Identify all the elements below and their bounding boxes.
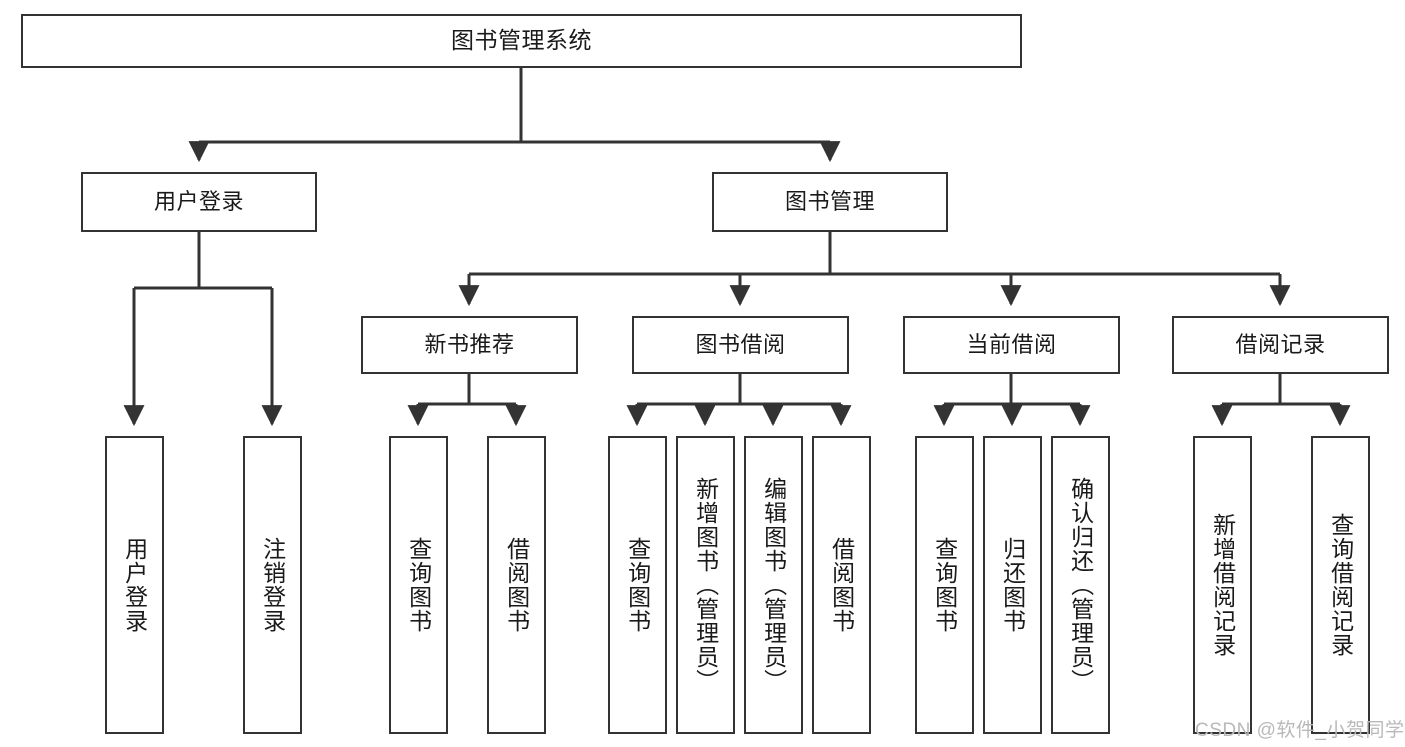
node-leaf-user-login-label: 用户登录 [121, 537, 148, 633]
node-leaf-query-record-label: 查询借阅记录 [1327, 513, 1354, 657]
node-leaf-confirm-return-label: 确认归还（管理员） [1067, 477, 1094, 693]
node-leaf-query-book-3-label: 查询图书 [931, 537, 958, 633]
node-leaf-add-record-label: 新增借阅记录 [1209, 513, 1236, 657]
node-leaf-add-book-label: 新增图书（管理员） [692, 477, 719, 693]
node-new-book-rec[interactable]: 新书推荐 [361, 316, 578, 374]
node-user-login-label: 用户登录 [153, 188, 244, 214]
node-leaf-query-book-2[interactable]: 查询图书 [608, 436, 667, 734]
csdn-watermark: CSDN @软件_小贺同学 [1195, 720, 1405, 741]
node-leaf-borrow-book-1[interactable]: 借阅图书 [487, 436, 546, 734]
node-borrow-record[interactable]: 借阅记录 [1172, 316, 1389, 374]
node-leaf-add-book[interactable]: 新增图书（管理员） [676, 436, 735, 734]
node-borrow-record-label: 借阅记录 [1235, 331, 1326, 357]
node-book-manage-label: 图书管理 [784, 188, 875, 214]
node-leaf-query-book-3[interactable]: 查询图书 [915, 436, 974, 734]
node-leaf-edit-book-label: 编辑图书（管理员） [760, 477, 787, 693]
node-leaf-return-book-label: 归还图书 [999, 537, 1026, 633]
node-leaf-borrow-book-1-label: 借阅图书 [503, 537, 530, 633]
node-current-borrow-label: 当前借阅 [966, 331, 1057, 357]
node-leaf-user-logout[interactable]: 注销登录 [243, 436, 302, 734]
node-new-book-rec-label: 新书推荐 [424, 331, 515, 357]
node-leaf-user-login[interactable]: 用户登录 [105, 436, 164, 734]
node-leaf-query-record[interactable]: 查询借阅记录 [1311, 436, 1370, 734]
node-book-manage[interactable]: 图书管理 [712, 172, 948, 232]
node-leaf-return-book[interactable]: 归还图书 [983, 436, 1042, 734]
node-leaf-borrow-book-2-label: 借阅图书 [828, 537, 855, 633]
node-leaf-confirm-return[interactable]: 确认归还（管理员） [1051, 436, 1110, 734]
node-root-label: 图书管理系统 [451, 27, 592, 54]
node-leaf-query-book-2-label: 查询图书 [624, 537, 651, 633]
node-leaf-query-book-1-label: 查询图书 [405, 537, 432, 633]
node-book-borrow[interactable]: 图书借阅 [632, 316, 849, 374]
node-current-borrow[interactable]: 当前借阅 [903, 316, 1120, 374]
node-leaf-borrow-book-2[interactable]: 借阅图书 [812, 436, 871, 734]
node-user-login[interactable]: 用户登录 [81, 172, 317, 232]
node-leaf-query-book-1[interactable]: 查询图书 [389, 436, 448, 734]
node-book-borrow-label: 图书借阅 [695, 331, 786, 357]
node-leaf-edit-book[interactable]: 编辑图书（管理员） [744, 436, 803, 734]
node-leaf-add-record[interactable]: 新增借阅记录 [1193, 436, 1252, 734]
node-root[interactable]: 图书管理系统 [21, 14, 1022, 68]
node-leaf-user-logout-label: 注销登录 [259, 537, 286, 633]
